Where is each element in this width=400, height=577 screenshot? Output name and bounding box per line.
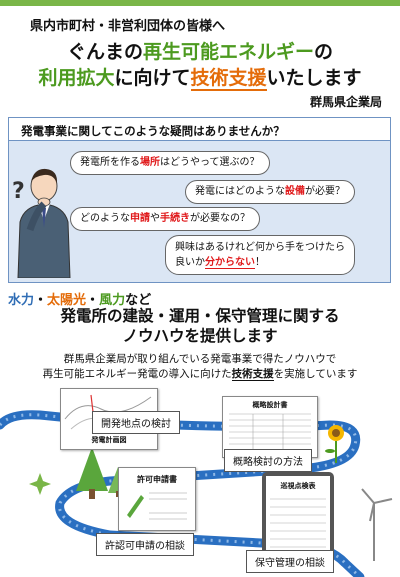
plan-map-caption: 発電計画図 <box>91 436 127 444</box>
question-bubble-location: 発電所を作る場所はどうやって選ぶの？ <box>70 151 270 175</box>
pen-icon <box>127 495 144 518</box>
design-document: 概略設計書 <box>222 396 318 458</box>
question-bubble-procedure: どのような申請や手続きが必要なの？ <box>70 207 260 231</box>
energy-types: 水力・太陽光・風力など <box>8 293 152 308</box>
wind-turbine-icon <box>361 488 393 561</box>
question-bubble-equipment: 発電にはどのような設備が必要？ <box>185 180 355 204</box>
main-message-line2: ノウハウを提供します <box>122 327 278 345</box>
tree-icon-left <box>76 447 108 499</box>
description-line2: 再生可能エネルギー発電の導入に向けた技術支援を実施しています <box>42 368 358 381</box>
step-maintenance-consult: 保守管理の相談 <box>246 550 334 573</box>
headline-line1: ぐんまの再生可能エネルギーの <box>66 41 334 63</box>
checklist-icon <box>270 498 326 548</box>
step-site-study: 開発地点の検討 <box>92 411 180 434</box>
step-study-method: 概略検討の方法 <box>224 449 312 472</box>
audience-label: 県内市町村・非営利団体の皆様へ <box>30 19 226 34</box>
top-accent-bar <box>0 0 400 6</box>
description-line1: 群馬県企業局が取り組んでいる発電事業で得たノウハウで <box>63 353 337 365</box>
main-message-line1: 発電所の建設・運用・保守管理に関する <box>60 307 340 325</box>
table-grid-icon <box>229 413 311 451</box>
headline-line2: 利用拡大に向けて技術支援いたします <box>38 67 362 91</box>
thinking-person-illustration: ? <box>12 168 71 278</box>
permit-document-title: 許可申請書 <box>137 475 177 484</box>
document-lines-icon <box>127 492 187 520</box>
design-document-title: 概略設計書 <box>252 401 288 409</box>
organization-name: 群馬県企業局 <box>309 95 382 109</box>
question-bubble-unsure: 興味はあるけれど何から手をつけたら 良いか分からない！ <box>165 235 355 275</box>
sparkle-icon <box>29 473 51 495</box>
sunflower-icon <box>325 425 344 463</box>
permit-document: 許可申請書 <box>118 467 196 531</box>
question-panel-title: 発電事業に関してこのような疑問はありませんか？ <box>8 117 391 141</box>
question-mark-icon: ? <box>12 179 25 204</box>
inspection-sheet-title: 巡視点検表 <box>280 482 316 490</box>
step-permit-consult: 許認可申請の相談 <box>96 533 194 556</box>
